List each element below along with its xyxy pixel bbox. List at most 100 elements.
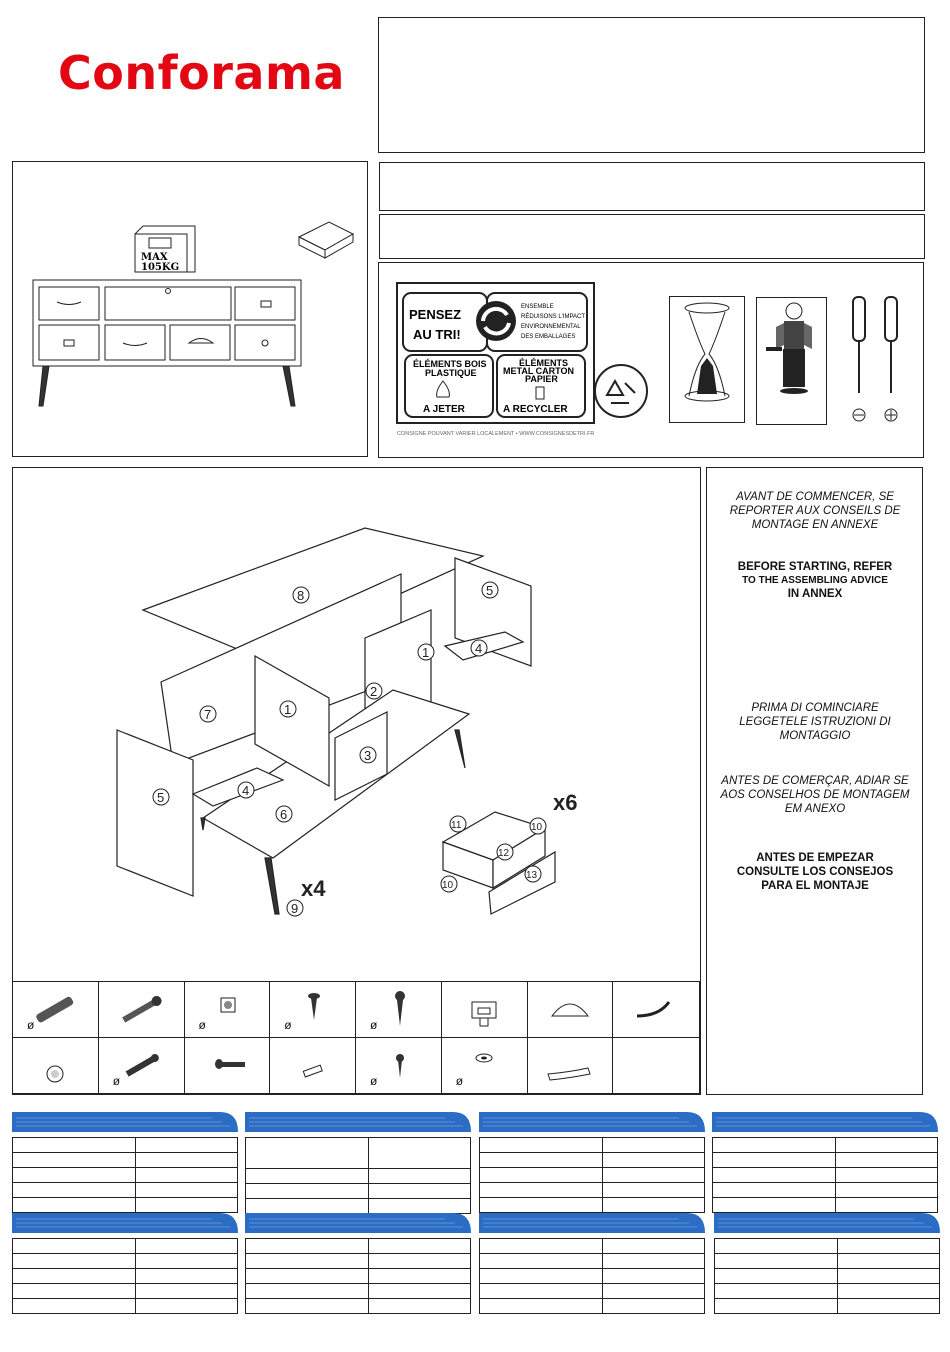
conforama-logo: Conforama [58,50,345,96]
hardware-stopper [270,1037,356,1093]
advice-en-2: TO THE ASSEMBLING ADVICE [742,575,888,586]
part-label-13: 13 [526,870,538,881]
info-box-3 [379,214,925,259]
info-box-2 [379,162,925,211]
hardware-dowel: ø [13,982,99,1038]
part-label-1b: 1 [284,702,291,717]
right-bin-action: A RECYCLER [503,404,568,415]
hardware-grid: ø ø ø ø ø ø ø [12,981,700,1094]
table-header-wave [714,1213,940,1233]
right-bin-line1: ÉLÉMENTS [519,358,568,368]
hardware-screw-short: ø [270,982,356,1038]
diameter-label: ø [198,1017,206,1032]
part-label-1a: 1 [422,645,429,660]
info-table-8 [714,1213,940,1314]
hardware-runner [528,1037,614,1093]
hardware-bolt [185,1037,271,1093]
part-label-11: 11 [451,820,462,831]
advice-fr: AVANT DE COMMENCER, SE REPORTER AUX CONS… [729,491,901,531]
table-header-wave [12,1112,238,1132]
hardware-cam-lock: ø [184,982,271,1038]
part-label-4b: 4 [242,783,249,798]
drawer-quantity: x6 [553,790,577,815]
table-header-wave [245,1112,471,1132]
info-table-7 [479,1213,705,1314]
hourglass-icon [669,296,745,423]
info-table-4 [712,1112,938,1213]
sideboard-drawing [32,279,302,407]
assembly-diagram-box: 8 5 4 1 2 7 1 3 5 4 6 9 11 10 12 10 13 x… [12,467,701,1095]
part-label-2: 2 [370,684,377,699]
info-table-5 [12,1213,238,1314]
hardware-handle-bar [613,982,699,1038]
table-header-wave [712,1112,938,1132]
info-table-2 [245,1112,471,1214]
impact-text-4: DES EMBALLAGES [521,334,575,340]
advice-es: ANTES DE EMPEZAR CONSULTE LOS CONSEJOS P… [736,852,894,892]
left-bin-line1: ÉLÉMENTS BOIS [413,359,487,369]
info-table-3 [479,1112,705,1213]
advice-pt: ANTES DE COMERÇAR, ADIAR SE AOS CONSELHO… [720,775,910,815]
info-table-6 [245,1213,471,1314]
right-bin-line2: METAL CARTON [503,366,574,376]
recycle-title-2: AU TRI! [413,327,461,342]
screwdriver-icon [852,296,898,422]
table-header-wave [479,1112,705,1132]
left-bin-line2: PLASTIQUE [425,368,477,378]
table-header-wave [12,1213,238,1233]
leg-quantity: x4 [301,876,326,901]
diameter-label: ø [370,1017,378,1032]
recycle-footer: CONSIGNE POUVANT VARIER LOCALEMENT • WWW… [397,431,594,437]
diameter-label: ø [27,1017,35,1032]
right-bin-line3: PAPIER [525,374,558,384]
weight-label-2: 105KG [141,262,179,273]
diameter-label: ø [455,1074,464,1088]
part-label-12: 12 [498,848,510,859]
advice-en-1: BEFORE STARTING, REFER [737,561,893,573]
hardware-washer: ø [442,1037,528,1093]
part-label-9: 9 [291,901,298,916]
part-label-6: 6 [280,807,287,822]
hardware-cam-bolt [98,982,185,1038]
part-label-10a: 10 [531,822,543,833]
weight-icon: MAX 105KG [134,225,196,273]
info-table-1 [12,1112,238,1213]
exploded-view: 8 5 4 1 2 7 1 3 5 4 6 9 11 10 12 10 13 x… [116,527,577,917]
package-icon [297,221,355,259]
part-label-5b: 5 [157,790,164,805]
recycling-tools-box: PENSEZ AU TRI! ENSEMBLE RÉDUISONS L'IMPA… [378,262,924,458]
product-drawing: MAX 105KG [32,221,355,407]
brand-name: Conforama [58,46,345,100]
table-header-wave [245,1213,471,1233]
recycle-title-1: PENSEZ [409,307,461,322]
hardware-handle-shell [527,982,614,1038]
weight-label-1: MAX [141,252,168,263]
product-preview-box: MAX 105KG [12,161,368,457]
part-label-5a: 5 [486,583,493,598]
part-label-7: 7 [204,707,211,722]
impact-text-3: ENVIRONNEMENTAL [521,324,581,330]
header-info-box [378,17,925,153]
hardware-screw-wood: ø [99,1037,185,1093]
part-label-3: 3 [364,748,371,763]
part-label-10b: 10 [442,880,454,891]
hardware-screw-fine: ø [356,1037,442,1093]
hardware-empty [613,1038,699,1094]
advice-panel [706,467,923,1095]
person-icon [756,297,827,425]
part-label-8: 8 [297,588,304,603]
advice-en-3: IN ANNEX [787,588,843,600]
impact-text-1: ENSEMBLE [521,304,554,310]
diameter-label: ø [284,1017,292,1032]
part-label-4a: 4 [475,641,482,656]
hardware-screw-long: ø [356,982,442,1038]
recycling-panel: PENSEZ AU TRI! ENSEMBLE RÉDUISONS L'IMPA… [396,282,648,437]
hardware-knob [13,1037,99,1093]
diameter-label: ø [112,1074,121,1088]
hardware-handle-recessed [441,982,528,1038]
advice-it: PRIMA DI COMINCIARE LEGGETELE ISTRUZIONI… [739,702,891,742]
table-header-wave [479,1213,705,1233]
left-bin-action: A JETER [423,404,466,415]
diameter-label: ø [370,1074,378,1088]
impact-text-2: RÉDUISONS L'IMPACT [521,313,585,320]
